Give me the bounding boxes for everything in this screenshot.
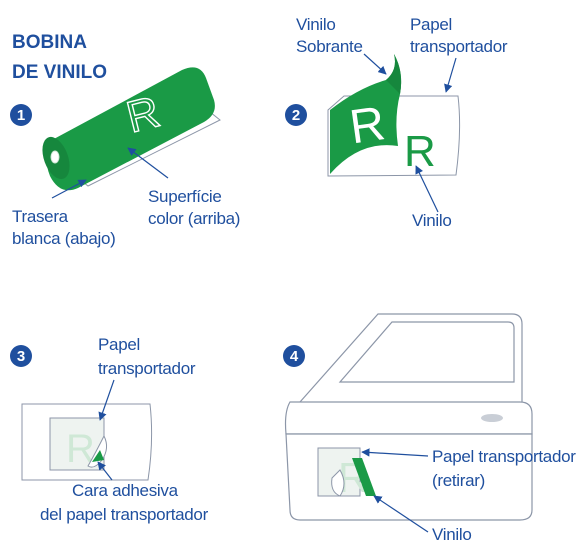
panel-1-title-line-1: BOBINA [12, 32, 87, 53]
vinyl-roll-illustration: R [42, 67, 221, 191]
step-1-circle [10, 104, 32, 126]
label-vinyl: Vinilo [432, 525, 471, 544]
label-remove-paper-line-2: (retirar) [432, 471, 485, 490]
label-remove-paper-line-1: Papel transportador [432, 447, 576, 466]
roll-body [46, 67, 215, 191]
label-white-back-line-1: Trasera [12, 207, 69, 226]
arrow-vinyl [373, 495, 429, 533]
step-3-number: 3 [17, 348, 25, 365]
step-3-circle [10, 345, 32, 367]
step-2-circle [285, 104, 307, 126]
arrow-vinyl [415, 165, 439, 213]
door-window-glass [338, 321, 515, 383]
step-2-number: 2 [292, 107, 300, 124]
step-3-badge: 3 [10, 345, 32, 367]
label-adhesive-line-2: del papel transportador [40, 505, 209, 524]
door-handle [481, 414, 503, 422]
step-4-number: 4 [290, 348, 299, 365]
applied-vinyl-stroke [352, 458, 376, 496]
panel-3-transfer: 3 R Papel transportador Cara adhesiva de… [10, 335, 209, 524]
adhesive-green-tip [92, 450, 104, 462]
panel-2-weeding: 2 R R Vinilo Sobrante Papel transportado… [285, 15, 508, 230]
excess-letter-r: R [346, 97, 388, 154]
arrow-excess-vinyl [363, 53, 387, 75]
label-carrier-paper-line-2: transportador [98, 359, 196, 378]
arrow-surface-label [127, 147, 169, 179]
step-4-circle [283, 345, 305, 367]
step-4-badge: 4 [283, 345, 305, 367]
step-1-number: 1 [17, 107, 25, 124]
vinyl-letter-r: R [404, 127, 436, 176]
label-carrier-paper-line-2: transportador [410, 37, 508, 56]
excess-vinyl-peel [330, 54, 402, 174]
panel-4-apply-to-vehicle: 4 R Papel transportador (retirar) Vinilo [283, 313, 577, 544]
label-excess-vinyl-line-1: Vinilo [296, 15, 335, 34]
door-top-panel [284, 401, 533, 435]
label-color-surface-line-1: Superfície [148, 187, 222, 206]
arrow-adhesive-side [97, 461, 113, 481]
panel-1-title-line-2: DE VINILO [12, 62, 107, 83]
step-1-badge: 1 [10, 104, 32, 126]
step-2-badge: 2 [285, 104, 307, 126]
label-white-back-line-2: blanca (abajo) [12, 229, 116, 248]
arrow-carrier-paper [98, 379, 115, 421]
label-carrier-paper-line-1: Papel [98, 335, 140, 354]
label-vinyl: Vinilo [412, 211, 451, 230]
roll-core-hole [50, 150, 60, 164]
arrow-carrier-paper [444, 57, 457, 93]
arrow-remove-paper [361, 448, 429, 457]
label-adhesive-line-1: Cara adhesiva [72, 481, 179, 500]
arrow-back-label [51, 179, 87, 199]
label-carrier-paper-line-1: Papel [410, 15, 452, 34]
peeling-corner [331, 469, 345, 497]
label-excess-vinyl-line-2: Sobrante [296, 37, 363, 56]
label-color-surface-line-2: color (arriba) [148, 209, 240, 228]
panel-1-vinyl-roll: BOBINA DE VINILO 1 R Trasera blanca (aba… [10, 32, 240, 248]
excess-vinyl-curl [386, 54, 402, 94]
